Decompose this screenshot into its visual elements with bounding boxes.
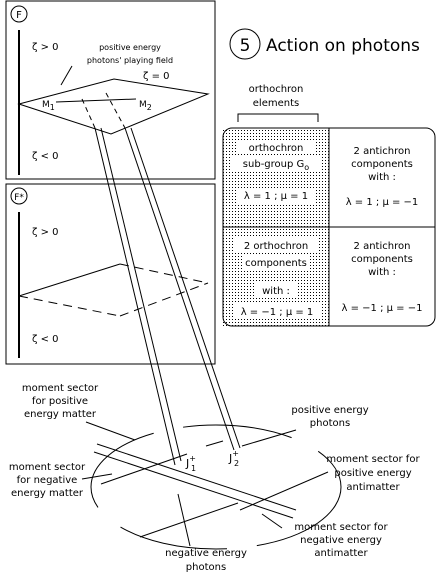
orthochron-header: orthochron elements	[237, 84, 319, 122]
neg-antimatter-line2: negative energy	[300, 535, 382, 546]
q3-line3: with :	[262, 286, 290, 297]
q1-line2: sub-group Go	[243, 159, 309, 172]
plane-dash-1	[81, 98, 96, 129]
pos-matter-line3: energy matter	[24, 409, 97, 420]
pos-photons-pointer	[241, 429, 297, 447]
neg-antimatter-line3: antimatter	[314, 548, 368, 559]
playing-field-label-2: photons' playing field	[87, 56, 173, 65]
title-number: 5	[240, 36, 251, 56]
moment-labels: moment sector for positive energy matter…	[9, 383, 421, 573]
title-group: 5 Action on photons	[229, 28, 420, 60]
pos-photons-line2: photons	[310, 418, 350, 429]
fstar-plane-edge-4	[119, 282, 209, 317]
neg-photons-pointer	[177, 493, 191, 547]
orthochron-bracket	[237, 113, 319, 122]
q3-line1: 2 orthochron	[244, 241, 308, 252]
frame-f-zeta-pos: ζ > 0	[32, 42, 59, 53]
m2-label: M2	[139, 100, 152, 112]
pos-photons-line1: positive energy	[291, 405, 368, 416]
q3-line2: components	[245, 258, 307, 269]
playing-field-label-1: positive energy	[99, 43, 161, 52]
projection-line-1b	[100, 127, 182, 462]
q2-line2: components	[351, 159, 413, 170]
fstar-plane-edge-2	[119, 263, 209, 284]
projection-line-2b	[130, 127, 241, 449]
frame-fstar: F* ζ > 0 ζ < 0	[5, 183, 216, 365]
neg-matter-pointer	[81, 473, 113, 480]
pos-antimatter-line1: moment sector for	[326, 454, 420, 465]
pos-matter-line1: moment sector	[22, 383, 99, 394]
plane-dash-2	[105, 92, 126, 129]
photon-band-line-1	[96, 443, 297, 511]
neg-matter-line2: for negative	[17, 475, 78, 486]
q4-line3: with :	[368, 267, 396, 278]
j2-label: J+2	[228, 449, 239, 468]
playing-field-plane	[17, 78, 210, 135]
sector-separator-right	[239, 471, 329, 511]
sector-separator-lower	[139, 502, 239, 538]
q2-line3: with :	[368, 172, 396, 183]
title-number-circle	[229, 28, 261, 60]
q4-line1: 2 antichron	[354, 241, 411, 252]
pos-antimatter-line3: antimatter	[346, 482, 400, 493]
neg-photons-line1: negative energy	[165, 548, 247, 559]
projection-lines	[94, 127, 241, 466]
pos-matter-line2: for positive	[32, 396, 88, 407]
frame-fstar-zeta-pos: ζ > 0	[32, 227, 59, 238]
frame-f: F ζ > 0 ζ < 0 positive energy photons' p…	[5, 0, 216, 180]
group-table: orthochron sub-group Go λ = 1 ; μ = 1 2 …	[222, 127, 436, 327]
j-arrow	[205, 440, 224, 447]
fstar-plane-edge-1	[18, 263, 121, 297]
frame-f-zeta-neg: ζ < 0	[32, 151, 59, 162]
q1-text-bg-3	[238, 188, 316, 203]
q1-line3: λ = 1 ; μ = 1	[244, 191, 308, 202]
m1-m2-segment	[55, 98, 137, 103]
sector-separator-left	[100, 453, 188, 485]
q3-text-bg-2	[242, 255, 310, 269]
neg-photons-line2: photons	[186, 562, 226, 573]
frame-fstar-label-circle	[10, 187, 28, 205]
neg-antimatter-pointer	[261, 513, 283, 529]
q2-line1: 2 antichron	[354, 146, 411, 157]
neg-antimatter-line1: moment sector for	[294, 522, 388, 533]
frame-fstar-box	[5, 183, 216, 365]
title-text: Action on photons	[266, 36, 420, 56]
frame-fstar-label: F*	[14, 193, 24, 203]
zeta-zero-label: ζ = 0	[143, 71, 170, 82]
orthochron-header-line2: elements	[253, 98, 299, 109]
q2-line4: λ = 1 ; μ = −1	[346, 197, 419, 208]
q3-line4: λ = −1 ; μ = 1	[241, 307, 314, 318]
q3-text-bg-4	[234, 304, 320, 318]
q3-text-bg-1	[233, 238, 319, 252]
frame-fstar-zeta-neg: ζ < 0	[32, 334, 59, 345]
neg-matter-line3: energy matter	[11, 488, 84, 499]
pos-matter-pointer	[85, 421, 136, 441]
projection-line-2a	[124, 127, 235, 451]
playing-field-pointer	[60, 65, 73, 86]
moment-space: J+1 J+2	[90, 424, 342, 550]
q4-line2: components	[351, 254, 413, 265]
q1-text-bg-1	[238, 140, 316, 154]
pos-antimatter-line2: positive energy	[334, 468, 411, 479]
q3-text-bg-3	[256, 283, 296, 297]
frame-f-label-circle	[10, 5, 28, 23]
orthochron-header-line1: orthochron	[249, 84, 304, 95]
m1-label: M1	[42, 100, 55, 112]
j1-label: J+1	[185, 454, 196, 473]
frame-f-box	[5, 0, 216, 180]
projection-line-1a	[94, 127, 176, 466]
q4-line4: λ = −1 ; μ = −1	[342, 303, 423, 314]
q1-text-bg-2	[232, 156, 320, 172]
photon-band-line-2	[93, 451, 294, 519]
moment-ellipse	[90, 424, 342, 550]
neg-matter-line1: moment sector	[9, 462, 86, 473]
fstar-plane-edge-3	[18, 295, 121, 317]
q1-line1: orthochron	[249, 143, 304, 154]
frame-f-label: F	[16, 10, 22, 21]
